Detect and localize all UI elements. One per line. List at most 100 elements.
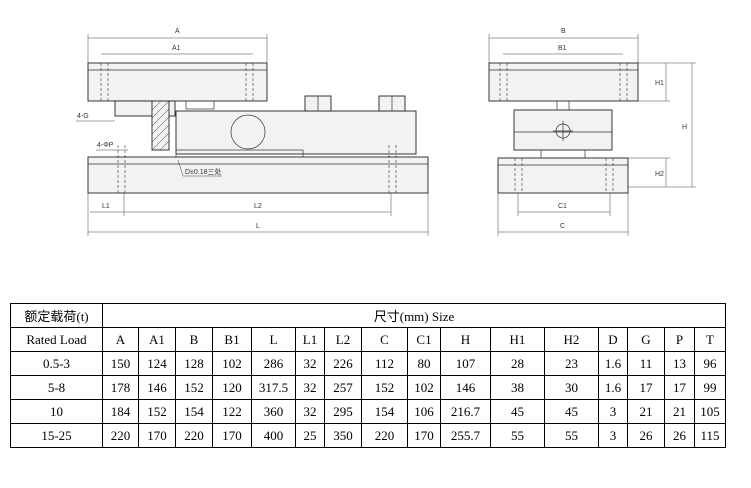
value-cell: 255.7	[440, 423, 491, 448]
rated-load-en-header: Rated Load	[10, 327, 103, 352]
col-header: L1	[295, 327, 325, 352]
value-cell: 21	[627, 399, 665, 424]
dim-label-H: H	[682, 124, 687, 131]
technical-drawing: A A1 L1 L2 L 4-G 4-ΦP D±0.18三处	[76, 28, 696, 236]
value-cell: 286	[251, 351, 296, 376]
value-cell: 30	[544, 375, 599, 400]
rated-load-cell: 0.5-3	[10, 351, 103, 376]
col-header: H2	[544, 327, 599, 352]
rated-load-cell: 15-25	[10, 423, 103, 448]
value-cell: 122	[212, 399, 252, 424]
value-cell: 350	[324, 423, 362, 448]
col-header: C	[361, 327, 408, 352]
dim-label-L2: L2	[254, 203, 262, 210]
value-cell: 55	[544, 423, 599, 448]
table-header-row: 额定载荷(t) 尺寸(mm) Size	[10, 303, 726, 328]
value-cell: 124	[138, 351, 176, 376]
dim-label-L: L	[256, 223, 260, 230]
table-columns-row: Rated Load A A1 B B1 L L1 L2 C C1 H H1 H…	[10, 327, 726, 352]
dim-label-A1: A1	[172, 45, 181, 52]
value-cell: 1.6	[598, 375, 628, 400]
value-cell: 80	[407, 351, 441, 376]
value-cell: 26	[664, 423, 695, 448]
value-cell: 21	[664, 399, 695, 424]
value-cell: 17	[664, 375, 695, 400]
value-cell: 102	[212, 351, 252, 376]
value-cell: 13	[664, 351, 695, 376]
col-header: H	[440, 327, 491, 352]
value-cell: 170	[138, 423, 176, 448]
col-header: T	[694, 327, 726, 352]
value-cell: 220	[361, 423, 408, 448]
rated-load-cn-header: 额定载荷(t)	[10, 303, 103, 328]
side-view: B B1 C1 C H H1 H2	[488, 28, 696, 236]
value-cell: 295	[324, 399, 362, 424]
value-cell: 106	[407, 399, 441, 424]
value-cell: 105	[694, 399, 726, 424]
value-cell: 154	[361, 399, 408, 424]
value-cell: 150	[102, 351, 139, 376]
value-cell: 400	[251, 423, 296, 448]
value-cell: 99	[694, 375, 726, 400]
col-header: B	[175, 327, 213, 352]
value-cell: 152	[361, 375, 408, 400]
hole-note-top: 4-G	[77, 113, 89, 120]
value-cell: 55	[490, 423, 545, 448]
rated-load-cell: 5-8	[10, 375, 103, 400]
col-header: B1	[212, 327, 252, 352]
table-row: 5-8 178 146 152 120 317.5 32 257 152 102…	[10, 375, 726, 400]
value-cell: 3	[598, 423, 628, 448]
value-cell: 28	[490, 351, 545, 376]
table-row: 10 184 152 154 122 360 32 295 154 106 21…	[10, 399, 726, 424]
value-cell: 220	[175, 423, 213, 448]
value-cell: 26	[627, 423, 665, 448]
value-cell: 184	[102, 399, 139, 424]
value-cell: 360	[251, 399, 296, 424]
value-cell: 178	[102, 375, 139, 400]
value-cell: 152	[138, 399, 176, 424]
hatch-lines	[151, 100, 170, 151]
value-cell: 45	[544, 399, 599, 424]
value-cell: 25	[295, 423, 325, 448]
col-header: L	[251, 327, 296, 352]
value-cell: 96	[694, 351, 726, 376]
col-header: G	[627, 327, 665, 352]
value-cell: 317.5	[251, 375, 296, 400]
value-cell: 102	[407, 375, 441, 400]
col-header: D	[598, 327, 628, 352]
dim-label-C1: C1	[558, 203, 567, 210]
value-cell: 220	[102, 423, 139, 448]
dim-label-B: B	[561, 28, 566, 35]
front-view: A A1 L1 L2 L 4-G 4-ΦP D±0.18三处	[76, 28, 429, 236]
value-cell: 112	[361, 351, 408, 376]
table-row: 15-25 220 170 220 170 400 25 350 220 170…	[10, 423, 726, 448]
value-cell: 146	[440, 375, 491, 400]
value-cell: 1.6	[598, 351, 628, 376]
col-header: C1	[407, 327, 441, 352]
dim-label-B1: B1	[558, 45, 567, 52]
hole-note-bottom: 4-ΦP	[97, 142, 114, 149]
value-cell: 107	[440, 351, 491, 376]
value-cell: 115	[694, 423, 726, 448]
value-cell: 32	[295, 375, 325, 400]
value-cell: 257	[324, 375, 362, 400]
value-cell: 170	[407, 423, 441, 448]
value-cell: 32	[295, 351, 325, 376]
value-cell: 23	[544, 351, 599, 376]
dim-label-C: C	[560, 223, 565, 230]
col-header: H1	[490, 327, 545, 352]
col-header: P	[664, 327, 695, 352]
size-header: 尺寸(mm) Size	[102, 303, 726, 328]
dim-label-H1: H1	[655, 80, 664, 87]
value-cell: 17	[627, 375, 665, 400]
gap-note: D±0.18三处	[185, 167, 222, 176]
value-cell: 216.7	[440, 399, 491, 424]
value-cell: 146	[138, 375, 176, 400]
value-cell: 154	[175, 399, 213, 424]
value-cell: 11	[627, 351, 665, 376]
dim-label-H2: H2	[655, 171, 664, 178]
value-cell: 38	[490, 375, 545, 400]
table-row: 0.5-3 150 124 128 102 286 32 226 112 80 …	[10, 351, 726, 376]
spec-table: 额定载荷(t) 尺寸(mm) Size Rated Load A A1 B B1…	[10, 303, 726, 448]
value-cell: 45	[490, 399, 545, 424]
